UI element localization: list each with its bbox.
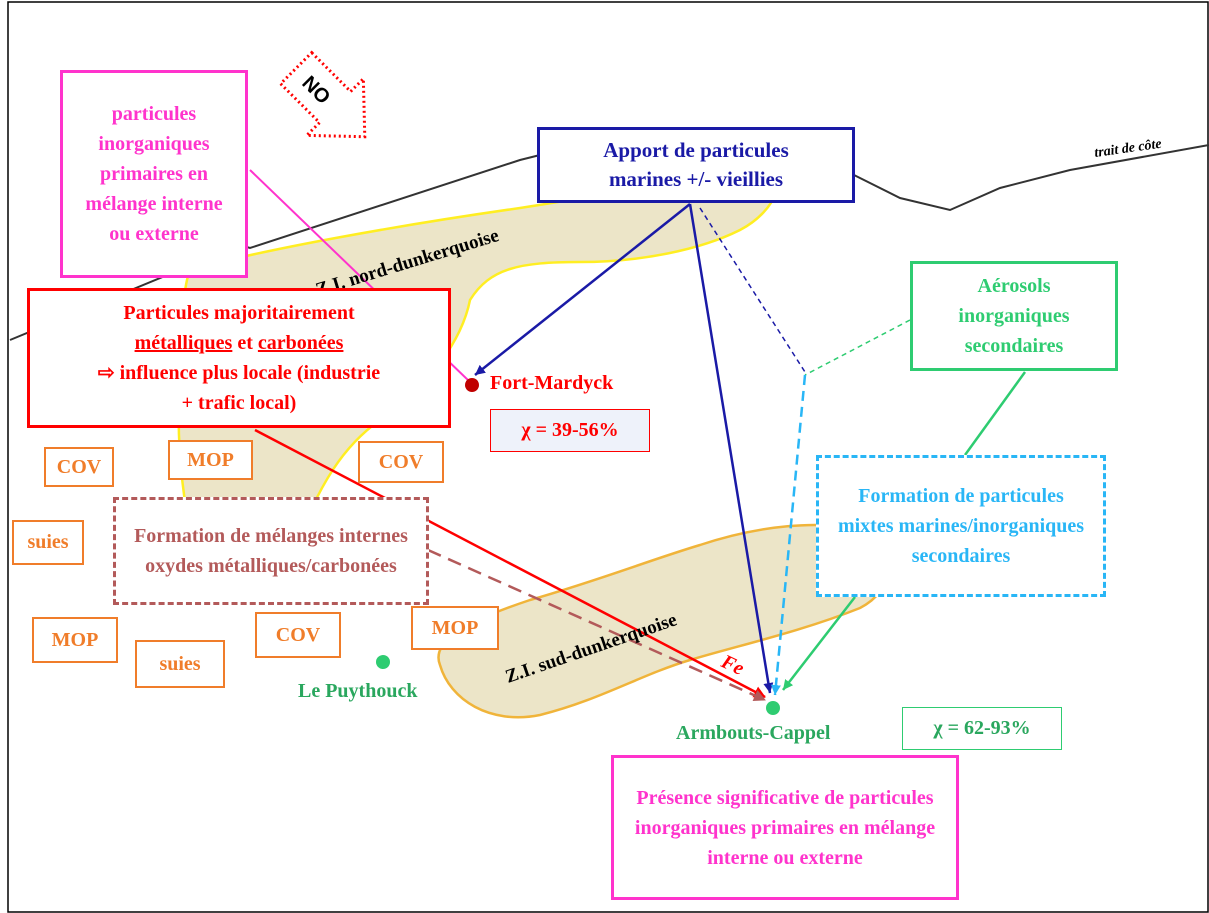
source-cov-2-label: COV (378, 450, 424, 473)
source-cov-1: COV (44, 447, 114, 487)
source-suies-2: suies (135, 640, 225, 688)
arrow-mixtures-to-armbouts (427, 548, 766, 702)
line-secondary-to-mixed (963, 371, 1027, 456)
internal-mixtures-text: Formation de mélanges internes oxydes mé… (134, 525, 408, 577)
metallic-line1: Particules majoritairement (123, 302, 355, 324)
marine-input-box: Apport de particules marines +/- vieilli… (537, 127, 855, 203)
armbouts-chi-box: χ = 62-93% (902, 707, 1062, 750)
puythouck-label: Le Puythouck (298, 680, 418, 702)
source-mop-3: MOP (411, 606, 499, 650)
and-word: et (232, 332, 258, 354)
arrow-marine-to-fort (474, 203, 691, 376)
source-cov-1-label: COV (56, 455, 102, 478)
fort-mardyck-chi: χ = 39-56% (521, 419, 619, 441)
dashed-cyan-to-armbouts (770, 374, 807, 696)
source-suies-1-label: suies (27, 531, 69, 553)
mixed-formation-text: Formation de particules mixtes marines/i… (837, 485, 1085, 567)
source-cov-3: COV (255, 612, 341, 658)
source-mop-3-label: MOP (431, 616, 479, 639)
arrow-marine-to-armbouts (688, 203, 774, 694)
metallic-line4: + trafic local) (181, 392, 297, 414)
wind-label: NO (297, 72, 334, 109)
marine-input-line1: Apport de particules (603, 138, 789, 162)
carbon-word: carbonées (257, 332, 344, 354)
fort-mardyck-label: Fort-Mardyck (490, 372, 614, 394)
source-cov-3-label: COV (275, 623, 321, 646)
arrow-metallic-to-armbouts (254, 428, 766, 699)
puythouck-marker (376, 655, 390, 669)
secondary-aerosols-box: Aérosols inorganiques secondaires (910, 261, 1118, 371)
armbouts-chi: χ = 62-93% (933, 717, 1031, 739)
significant-presence-box: Présence significative de particules ino… (611, 755, 959, 900)
primary-particles-box: particules inorganiques primaires en mél… (60, 70, 248, 278)
dashed-secondary-to-mixed (804, 319, 911, 376)
source-suies-2-label: suies (159, 652, 201, 675)
fort-mardyck-marker (465, 378, 479, 392)
armbouts-marker (766, 701, 780, 715)
dashed-marine-to-mixed (699, 207, 806, 373)
metallic-line2: métalliques et carbonées (135, 328, 344, 358)
source-mop-2: MOP (32, 617, 118, 663)
marine-input-line2: marines +/- vieillies (608, 167, 784, 191)
metallic-line3: ⇨ influence plus locale (industrie (97, 362, 381, 384)
significant-presence-text: Présence significative de particules ino… (634, 786, 936, 869)
map-frame (7, 1, 1209, 913)
source-cov-2: COV (358, 441, 444, 483)
armbouts-label: Armbouts-Cappel (676, 722, 831, 744)
mixed-formation-box: Formation de particules mixtes marines/i… (816, 455, 1106, 597)
source-mop-1: MOP (168, 440, 253, 480)
arrow-mixed-to-armbouts (782, 596, 856, 691)
source-mop-2-label: MOP (51, 628, 99, 651)
coastline-label: trait de côte (1093, 137, 1162, 161)
primary-particles-text: particules inorganiques primaires en mél… (85, 103, 223, 245)
fort-mardyck-chi-box: χ = 39-56% (490, 409, 650, 452)
metallic-box: Particules majoritairement métalliques e… (27, 288, 451, 428)
source-mop-1-label: MOP (187, 448, 234, 471)
internal-mixtures-box: Formation de mélanges internes oxydes mé… (113, 497, 429, 605)
wind-arrow-icon (278, 50, 367, 139)
source-suies-1: suies (12, 520, 84, 565)
secondary-aerosols-text: Aérosols inorganiques secondaires (958, 275, 1070, 357)
metallic-word: métalliques (134, 332, 233, 354)
